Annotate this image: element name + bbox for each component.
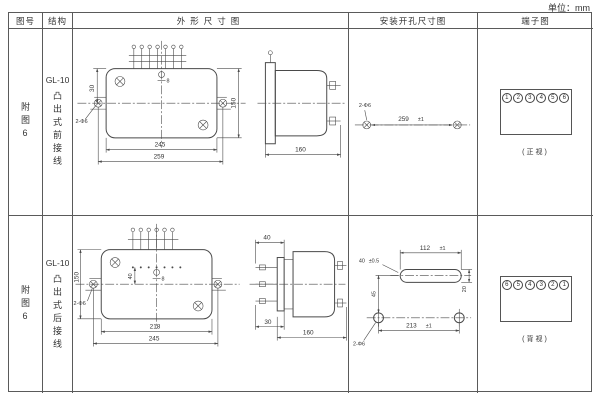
terminal-number: 1 [501,93,512,103]
terminal-number: 6 [501,280,512,290]
row2-holes-label: 2-Φ6 [74,301,86,307]
row2-structure-cell: GL-10 凸出式后接线 [43,216,73,393]
header-outline: 外形尺寸图 [73,13,349,29]
row2-install-slot [399,269,462,283]
row2-terminal-pins [127,227,179,250]
unit-label: 单位：mm [548,3,590,13]
row2-dim-depth: 160 [303,330,314,337]
row2-dim-stud-offset: 30 [264,319,272,326]
row1-structure-cell: GL-10 凸出式前接线 [43,29,73,216]
row2-dim-stud-len: 40 [263,235,271,242]
row1-terminal-view-label: (正视) [522,149,549,156]
row2-install-cell: 112 ±1 40 ±0.5 45 20 [349,216,478,393]
header-fig-no: 图号 [9,13,43,29]
row1-terminal-pins [128,44,187,69]
terminal-number: 5 [547,93,558,103]
row2-case-side [249,251,347,318]
terminal-number: 4 [524,280,535,290]
terminal-number: 2 [547,280,558,290]
terminal-number: 2 [513,93,524,103]
row2-dim-left: 45 [372,291,378,297]
row2-install-holes-label: 2-Φ6 [353,341,365,347]
row1-install-holes-label: 2-Φ6 [359,103,371,109]
terminal-number: 6 [559,93,570,103]
row2-terminal-view-label: (背视) [522,336,549,343]
terminal-number: 3 [524,93,535,103]
row2-dim-spacing: 213 [406,323,417,330]
row1-corner-screws [114,76,209,131]
terminal-number: 4 [536,93,547,103]
row1-terminal-box: 1 2 3 4 5 6 [499,89,572,135]
row2-structure: 凸出式后接线 [52,273,62,352]
row2-dim-width-inner: 218 [150,324,161,331]
row2-center-screw [153,269,160,276]
row1-dim-width-outer: 259 [154,154,165,161]
row2-terminal-cell: 6 5 4 3 2 1 (背视) [478,216,593,393]
row2-dim-slot-tol: ±1 [440,246,446,252]
row1-dim-screw: 8 [166,78,169,84]
row1-dim-spacing: 259 [398,116,409,123]
row2-outline-drawing: 8 40 150 2-Φ6 [74,223,347,347]
row2-model: GL-10 [45,257,70,268]
row1-model: GL-10 [45,75,70,85]
row1-terminal-cell: 1 2 3 4 5 6 (正视) [478,29,593,216]
row2-dim-offset-tol: ±0.5 [369,259,379,265]
row1-dim-spacing-tol: ±1 [418,117,424,123]
row2-corner-screws [109,257,204,312]
row1-fig-no: 附图6 [20,102,30,142]
drawing-table: 图号 结构 外形尺寸图 安装开孔尺寸图 端子图 附图6 GL-10 凸出式前接线 [8,12,593,393]
terminal-number: 3 [536,280,547,290]
row2-dim-width-outer: 245 [149,336,160,343]
row1-outline-cell: 8 30 245 [73,29,349,216]
row2-dim-spacing-tol: ±1 [426,324,432,330]
row2-terminal-numbers: 6 5 4 3 2 1 [501,280,570,291]
row2-outline-cell: 8 40 150 2-Φ6 [73,216,349,393]
row2-fig-no: 附图6 [20,284,30,325]
row1-case-side [257,50,346,145]
header-install: 安装开孔尺寸图 [349,13,478,29]
row2-fig-no-cell: 附图6 [9,216,43,393]
row2-dim-screw: 8 [162,276,165,282]
row1-center-screw [158,71,165,78]
row1-install-cell: 259 ±1 2-Φ6 [349,29,478,216]
row1-install-holes [362,120,462,130]
row1-dim-height: 150 [231,97,238,108]
row2-terminal-box: 6 5 4 3 2 1 [499,276,572,322]
row2-install-drawing: 112 ±1 40 ±0.5 45 20 [353,245,473,347]
terminal-number: 5 [513,280,524,290]
row2-dim-slot-width: 112 [420,245,431,252]
row2-dim-center-v: 40 [128,273,134,279]
row1-dim-width-inner: 245 [155,142,166,149]
row1-install-drawing: 259 ±1 2-Φ6 [354,103,471,130]
row2-dim-offset: 40 [359,259,365,265]
row1-structure: 凸出式前接线 [52,91,62,169]
header-structure: 结构 [43,13,73,29]
row2-dim-height: 150 [74,272,81,283]
row1-terminal-numbers: 1 2 3 4 5 6 [501,93,570,104]
row2-internal-studs [131,266,182,269]
row1-outline-drawing: 8 30 245 [75,40,346,165]
row1-fig-no-cell: 附图6 [9,29,43,216]
row1-dim-depth: 160 [295,147,306,154]
row1-holes-label: 2-Φ6 [75,119,87,125]
row2-dim-slot-height: 20 [462,286,468,292]
header-terminal: 端子图 [478,13,593,29]
row1-dim-top: 30 [89,84,96,92]
terminal-number: 1 [559,280,570,290]
